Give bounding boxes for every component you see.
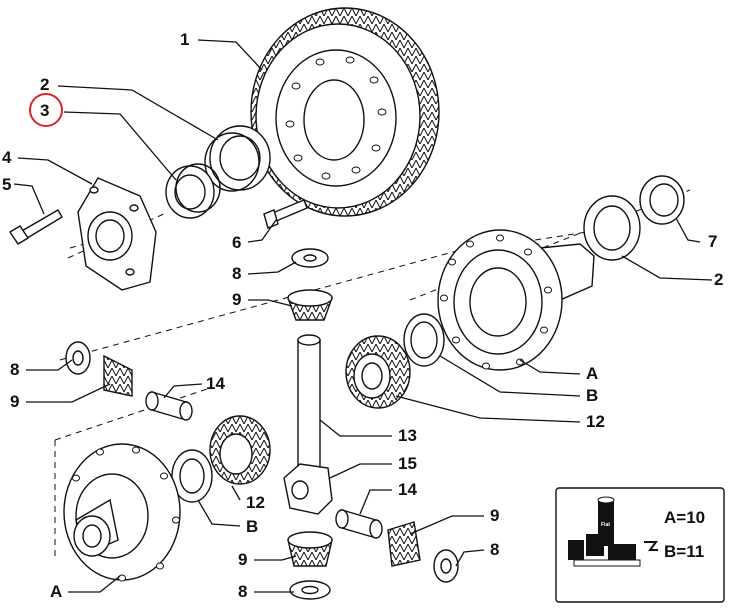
callout-3: 3 bbox=[40, 101, 49, 120]
callout-15: 15 bbox=[398, 454, 417, 473]
callout-7: 7 bbox=[708, 232, 717, 251]
callout-labels: 1 2 3 4 5 6 7 2 8 9 8 9 14 A B 12 13 15 … bbox=[2, 30, 723, 601]
callout-5: 5 bbox=[2, 175, 11, 194]
callout-8-lower: 8 bbox=[238, 582, 247, 601]
side-gear-right bbox=[345, 335, 411, 409]
thrust-washer-right bbox=[403, 313, 445, 367]
ring-gear-part bbox=[250, 7, 440, 217]
pin-shaft-part bbox=[297, 334, 321, 471]
callout-B-right: B bbox=[586, 386, 598, 405]
bolt-part bbox=[9, 209, 63, 245]
seal-ring-part bbox=[165, 163, 221, 219]
side-gear-left bbox=[209, 415, 271, 485]
callout-A-right: A bbox=[586, 364, 598, 383]
seal-right-part bbox=[583, 195, 641, 261]
callout-12-left: 12 bbox=[246, 493, 265, 512]
pinion-right-lower-part bbox=[387, 521, 459, 583]
cover-flange-part bbox=[77, 177, 157, 291]
legend-a-value: A=10 bbox=[664, 508, 705, 527]
callout-8-left: 8 bbox=[10, 360, 19, 379]
pinion-lower-part bbox=[287, 531, 333, 600]
pinion-left-part bbox=[65, 341, 133, 397]
callout-9-right: 9 bbox=[490, 506, 499, 525]
legend-logo-label: Fiat bbox=[601, 522, 610, 528]
spacer-right-part bbox=[335, 509, 383, 539]
callout-8-upper: 8 bbox=[232, 264, 241, 283]
leader-lines bbox=[13, 39, 713, 593]
callout-8-right: 8 bbox=[490, 540, 499, 559]
callout-B-left: B bbox=[246, 517, 258, 536]
differential-housing-right bbox=[437, 229, 595, 371]
pinion-upper-part bbox=[287, 248, 333, 321]
callout-14-left: 14 bbox=[206, 374, 225, 393]
thrust-washer-left bbox=[171, 449, 213, 503]
callout-2-upper: 2 bbox=[40, 75, 49, 94]
callout-4: 4 bbox=[2, 148, 12, 167]
spacer-left-part bbox=[145, 391, 193, 421]
callout-6: 6 bbox=[232, 233, 241, 252]
callout-14-right: 14 bbox=[398, 480, 417, 499]
callout-A-left: A bbox=[50, 582, 62, 601]
fiat-parts-icon: Fiat bbox=[568, 496, 658, 567]
callout-9-lower: 9 bbox=[238, 550, 247, 569]
seal-upper-part bbox=[204, 125, 271, 192]
callout-1: 1 bbox=[180, 30, 189, 49]
bolt-6-part bbox=[263, 199, 308, 229]
legend-b-value: B=11 bbox=[664, 542, 704, 561]
differential-housing-left bbox=[63, 443, 181, 582]
callout-2-right: 2 bbox=[714, 270, 723, 289]
callout-13: 13 bbox=[398, 426, 417, 445]
highlight-circle bbox=[29, 93, 63, 127]
callout-9-left: 9 bbox=[10, 392, 19, 411]
spider-block-part bbox=[283, 463, 333, 515]
callout-9-upper: 9 bbox=[232, 290, 241, 309]
legend-box: Fiat A=10 B=11 bbox=[555, 487, 725, 603]
snap-ring-part bbox=[639, 175, 685, 225]
callout-12-right: 12 bbox=[586, 412, 605, 431]
